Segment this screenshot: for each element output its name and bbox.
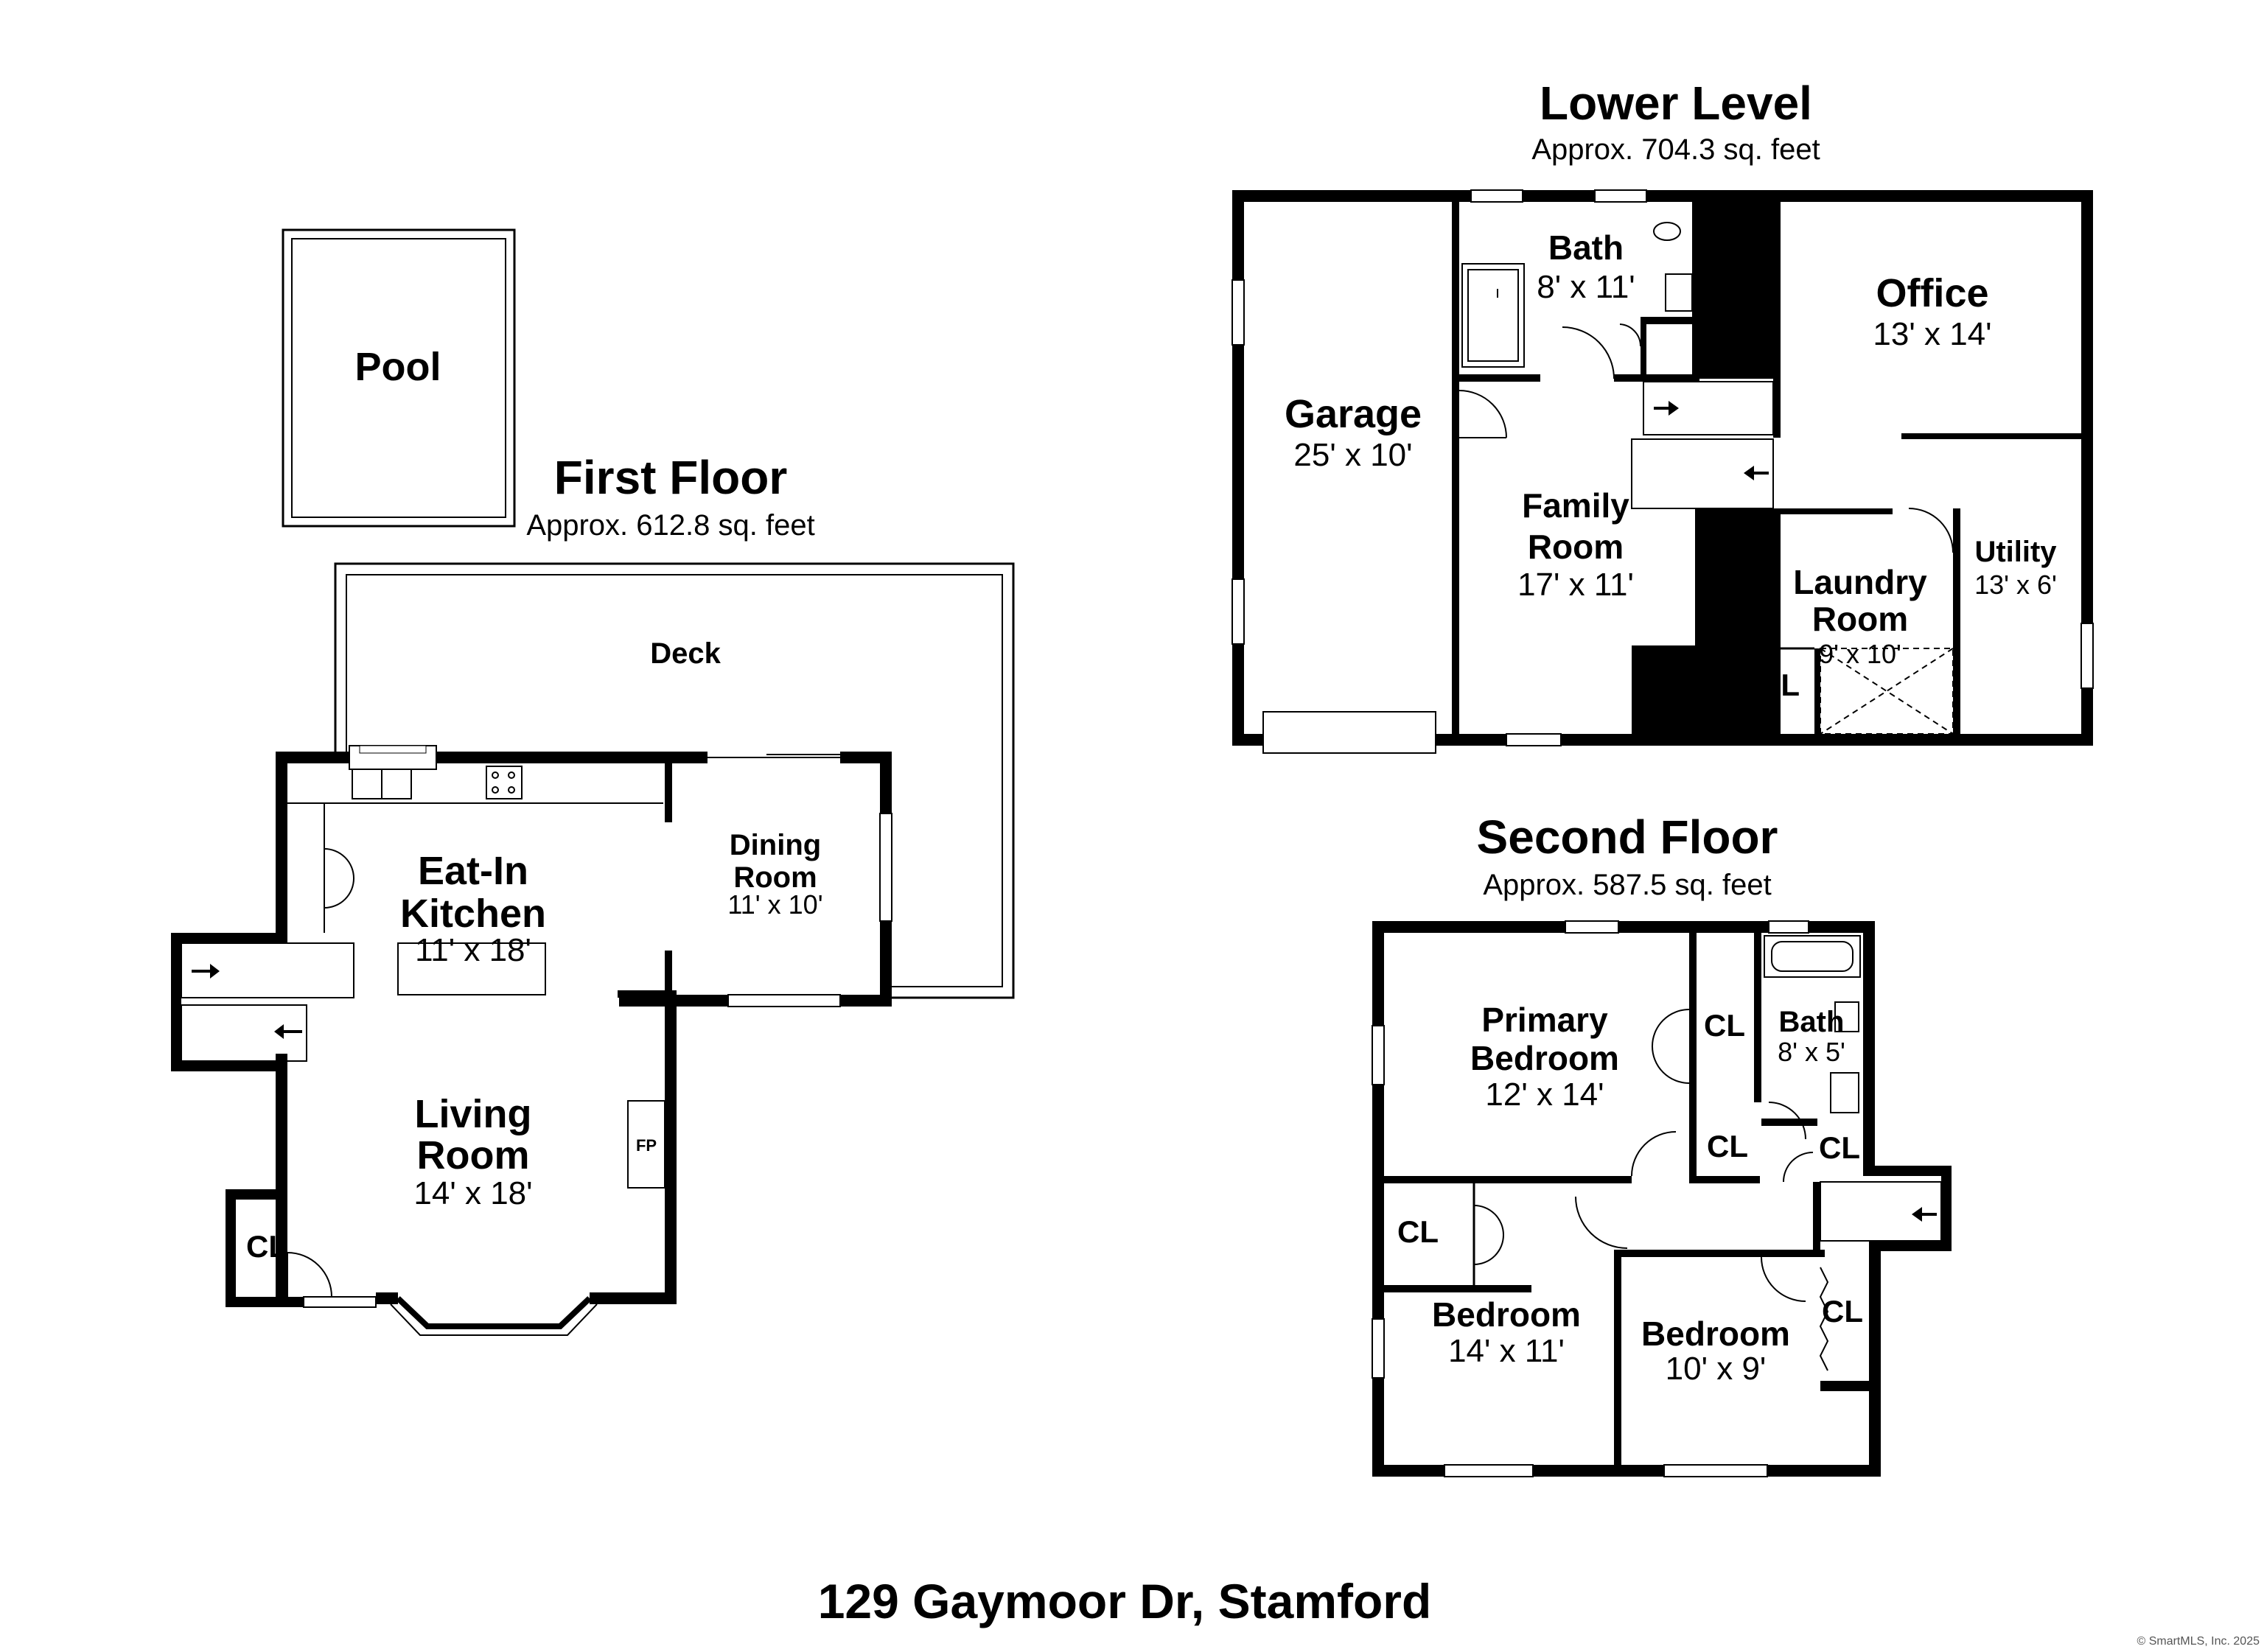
second-floor-title: Second Floor — [1477, 811, 1778, 864]
second-floor-plan — [1372, 920, 1952, 1477]
pool-label: Pool — [355, 345, 441, 389]
garage-label: Garage — [1285, 392, 1422, 436]
dining-dims: 11' x 10' — [727, 889, 822, 920]
deck — [334, 562, 1015, 999]
utility-label: Utility — [1974, 536, 2057, 568]
bedroom2-dims: 10' x 9' — [1666, 1351, 1767, 1387]
pool — [282, 228, 516, 528]
lower-level-area: Approx. 704.3 sq. feet — [1531, 133, 1820, 166]
primary-bedroom-label-2: Bedroom — [1470, 1039, 1619, 1077]
bedroom1-closet-label: CL — [1397, 1214, 1439, 1249]
fireplace-label: FP — [636, 1136, 657, 1155]
living-label-2: Room — [417, 1133, 530, 1177]
copyright-notice: © SmartMLS, Inc. 2025 — [2137, 1635, 2260, 1648]
lower-bath-label: Bath — [1548, 228, 1624, 267]
living-label-1: Living — [415, 1092, 532, 1136]
dining-label-1: Dining — [730, 829, 821, 861]
first-floor-area: Approx. 612.8 sq. feet — [526, 509, 814, 542]
living-dims: 14' x 18' — [413, 1175, 532, 1211]
kitchen-label-1: Eat-In — [418, 849, 528, 893]
primary-bedroom-label-1: Primary — [1481, 1001, 1608, 1039]
kitchen-dims: 11' x 18' — [415, 932, 531, 968]
second-bath-label: Bath — [1779, 1006, 1845, 1038]
laundry-dims: 9' x 10' — [1819, 639, 1901, 669]
laundry-label-1: Laundry — [1793, 563, 1927, 601]
family-label-2: Room — [1528, 528, 1624, 566]
lower-bath-dims: 8' x 11' — [1537, 269, 1635, 305]
bedroom1-dims: 14' x 11' — [1448, 1333, 1565, 1369]
bedroom2-label: Bedroom — [1641, 1315, 1790, 1353]
office-dims: 13' x 14' — [1873, 316, 1991, 352]
lower-level-title: Lower Level — [1540, 77, 1812, 130]
lower-closet-label: CL — [1758, 668, 1800, 702]
first-closet-label: CL — [246, 1229, 287, 1264]
office-label: Office — [1876, 271, 1988, 315]
second-floor-area: Approx. 587.5 sq. feet — [1483, 869, 1771, 901]
first-floor-plan — [171, 228, 1015, 1336]
lower-level-stairs — [1631, 381, 1774, 509]
hall-closet-1-label: CL — [1707, 1129, 1748, 1163]
first-floor-windows — [303, 745, 892, 1308]
property-address: 129 Gaymoor Dr, Stamford — [818, 1574, 1432, 1628]
primary-closet-label: CL — [1704, 1008, 1745, 1043]
family-label-1: Family — [1522, 486, 1629, 525]
primary-bedroom-dims: 12' x 14' — [1485, 1077, 1604, 1113]
lower-level-windows — [1231, 189, 2094, 754]
bedroom1-label: Bedroom — [1432, 1295, 1581, 1334]
second-floor-windows — [1372, 920, 1809, 1477]
family-dims: 17' x 11' — [1517, 567, 1634, 603]
laundry-label-2: Room — [1812, 600, 1908, 638]
dining-label-2: Room — [733, 861, 817, 894]
hall-closet-2-label: CL — [1819, 1130, 1860, 1165]
first-floor-stairs — [181, 942, 354, 1062]
second-bath-dims: 8' x 5' — [1778, 1037, 1845, 1067]
garage-dims: 25' x 10' — [1293, 437, 1412, 473]
deck-label: Deck — [650, 637, 721, 670]
bedroom2-closet-label: CL — [1822, 1294, 1863, 1329]
kitchen-label-2: Kitchen — [400, 892, 546, 936]
lower-level-plan — [1231, 189, 2094, 754]
first-floor-walls — [171, 752, 892, 1307]
utility-dims: 13' x 6' — [1974, 570, 2057, 600]
first-floor-title: First Floor — [554, 451, 787, 504]
